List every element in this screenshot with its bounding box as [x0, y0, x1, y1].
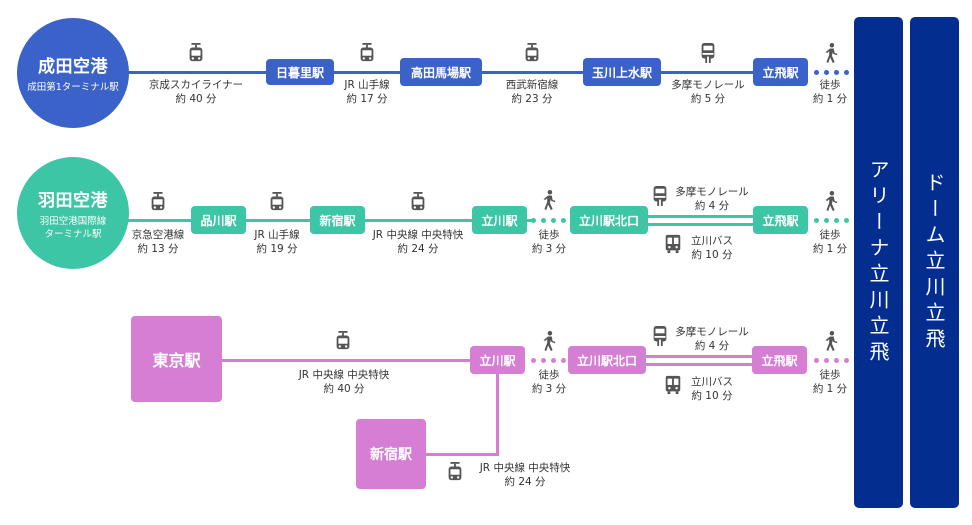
- segment-label: 京成スカイライナー約 40 分: [148, 79, 244, 105]
- origin-tokyo-station[interactable]: 東京駅: [131, 316, 222, 402]
- station-tamagawajosui[interactable]: 玉川上水駅: [583, 58, 661, 86]
- walk-dots: [814, 217, 849, 223]
- station-tachikawa-kitaguchi[interactable]: 立川駅北口: [570, 206, 648, 234]
- route-line-branch: [420, 453, 499, 456]
- walk-icon: [540, 331, 558, 351]
- segment-label: 徒歩約 1 分: [812, 79, 848, 105]
- station-tachikawa[interactable]: 立川駅: [472, 206, 527, 234]
- train-icon: [268, 192, 286, 212]
- segment-label: 多摩モノレール約 4 分: [675, 186, 749, 212]
- segment-label: 立川バス約 10 分: [691, 235, 733, 261]
- destination-arena-label: アリーナ立川立飛: [866, 158, 890, 367]
- train-icon: [409, 192, 427, 212]
- segment-label: JR 中央線 中央特快約 40 分: [298, 369, 390, 395]
- segment-label: 徒歩約 3 分: [531, 229, 567, 255]
- destination-dome[interactable]: ドーム立川立飛: [910, 17, 959, 508]
- branch-shinjuku-station[interactable]: 新宿駅: [356, 419, 426, 489]
- origin-sub: 成田第1ターミナル駅: [27, 82, 119, 93]
- monorail-icon: [651, 326, 669, 346]
- station-nippori[interactable]: 日暮里駅: [266, 59, 334, 85]
- train-icon: [187, 43, 205, 63]
- segment-label: 立川バス約 10 分: [691, 376, 733, 402]
- monorail-icon: [651, 186, 669, 206]
- segment-label: JR 山手線約 19 分: [254, 229, 300, 255]
- walk-dots: [814, 69, 849, 75]
- station-shinagawa[interactable]: 品川駅: [191, 206, 246, 234]
- walk-icon: [822, 331, 840, 351]
- monorail-icon: [699, 43, 717, 63]
- segment-label: 多摩モノレール約 4 分: [675, 326, 749, 352]
- route-line-lower: [640, 223, 760, 226]
- station-tachikawa-kitaguchi[interactable]: 立川駅北口: [568, 346, 646, 374]
- walk-dots: [531, 357, 566, 363]
- route-line-upper: [640, 215, 760, 218]
- segment-label: JR 中央線 中央特快約 24 分: [372, 229, 464, 255]
- route-line-lower: [640, 363, 760, 366]
- walk-dots: [814, 357, 849, 363]
- destination-dome-label: ドーム立川立飛: [922, 171, 946, 354]
- station-tachihi[interactable]: 立飛駅: [752, 346, 807, 374]
- route-line-branch: [496, 370, 499, 456]
- station-tachikawa[interactable]: 立川駅: [470, 346, 525, 374]
- origin-sub: 羽田空港国際線ターミナル駅: [39, 215, 107, 240]
- walk-icon: [822, 191, 840, 211]
- segment-label: JR 山手線約 17 分: [344, 79, 390, 105]
- segment-label: 京急空港線約 13 分: [131, 229, 185, 255]
- route-line: [220, 359, 480, 362]
- segment-label: 徒歩約 3 分: [531, 369, 567, 395]
- origin-name: 羽田空港: [38, 190, 108, 211]
- segment-label: 西武新宿線約 23 分: [505, 79, 559, 105]
- station-tachihi[interactable]: 立飛駅: [753, 206, 808, 234]
- segment-label: JR 中央線 中央特快約 24 分: [479, 462, 571, 488]
- segment-label: 多摩モノレール約 5 分: [671, 79, 745, 105]
- station-tachihi[interactable]: 立飛駅: [753, 58, 808, 86]
- train-icon: [523, 43, 541, 63]
- bus-icon: [664, 234, 682, 254]
- route-line-upper: [640, 355, 760, 358]
- station-shinjuku[interactable]: 新宿駅: [310, 206, 365, 234]
- walk-icon: [540, 190, 558, 210]
- station-takadanobaba[interactable]: 高田馬場駅: [400, 58, 482, 86]
- walk-icon: [822, 43, 840, 63]
- segment-label: 徒歩約 1 分: [812, 229, 848, 255]
- destination-arena[interactable]: アリーナ立川立飛: [854, 17, 903, 508]
- origin-haneda-airport[interactable]: 羽田空港 羽田空港国際線ターミナル駅: [17, 157, 129, 269]
- segment-label: 徒歩約 1 分: [812, 369, 848, 395]
- train-icon: [358, 43, 376, 63]
- bus-icon: [664, 375, 682, 395]
- origin-name: 成田空港: [38, 57, 108, 77]
- train-icon: [334, 331, 352, 351]
- origin-narita-airport[interactable]: 成田空港 成田第1ターミナル駅: [17, 18, 129, 128]
- walk-dots: [531, 217, 566, 223]
- train-icon: [149, 192, 167, 212]
- train-icon: [446, 462, 464, 482]
